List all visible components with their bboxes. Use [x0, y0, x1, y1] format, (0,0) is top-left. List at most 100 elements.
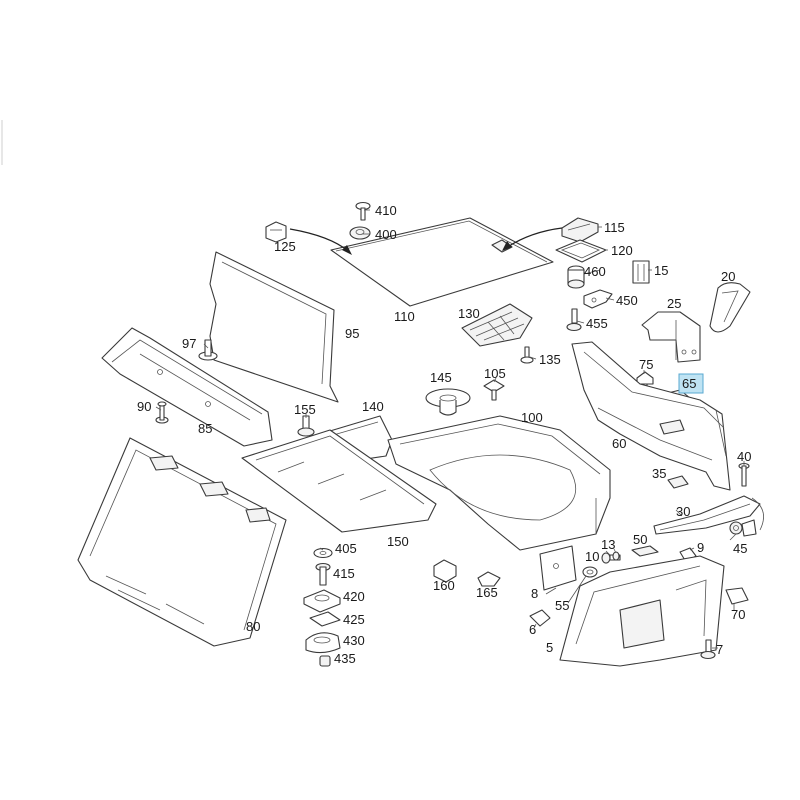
- callout-35: 35: [652, 466, 666, 481]
- part-135-fastener: [520, 346, 534, 364]
- part-420-holder: [303, 589, 341, 613]
- callout-10: 10: [585, 549, 599, 564]
- arrow-125-head: [342, 245, 352, 255]
- callout-410: 410: [375, 203, 397, 218]
- part-415-screw: [315, 562, 331, 586]
- callout-9: 9: [697, 540, 704, 555]
- part-8-cover-plate: [539, 545, 577, 591]
- callout-40: 40: [737, 449, 751, 464]
- callout-135: 135: [539, 352, 561, 367]
- callout-55: 55: [555, 598, 569, 613]
- part-60-side-trim: [571, 341, 731, 491]
- callout-430: 430: [343, 633, 365, 648]
- callout-13: 13: [601, 537, 615, 552]
- part-435-cap: [319, 655, 331, 667]
- callout-70: 70: [731, 607, 745, 622]
- part-6-clip: [529, 609, 551, 627]
- part-410-screw: [355, 201, 371, 221]
- callout-65: 65: [682, 376, 696, 391]
- part-7-bolt: [700, 639, 716, 660]
- callout-140: 140: [362, 399, 384, 414]
- callout-75: 75: [639, 357, 653, 372]
- callout-80: 80: [246, 619, 260, 634]
- part-100-storage-well: [387, 415, 611, 551]
- part-165-clip: [477, 571, 501, 587]
- part-20-strap: [709, 282, 751, 333]
- part-15-bracket: [632, 260, 650, 284]
- callout-420: 420: [343, 589, 365, 604]
- leader-lines: [155, 209, 745, 649]
- part-55-grommet: [582, 566, 598, 578]
- callout-405: 405: [335, 541, 357, 556]
- callout-7: 7: [716, 642, 723, 657]
- part-5-lower-side-trim: [559, 555, 725, 667]
- callout-labels: 110 125 410 400 115 120 460 15 20 450 45…: [137, 203, 751, 666]
- callout-455: 455: [586, 316, 608, 331]
- callout-155: 155: [294, 402, 316, 417]
- part-90-pin: [155, 401, 169, 424]
- part-120-lock: [555, 239, 607, 263]
- part-80-seat-back: [77, 437, 287, 647]
- callout-65-highlight: [678, 373, 704, 394]
- callout-120: 120: [611, 243, 633, 258]
- part-425-cap: [309, 611, 341, 627]
- callout-130: 130: [458, 306, 480, 321]
- callout-150: 150: [387, 534, 409, 549]
- part-115-latch: [561, 217, 599, 243]
- callout-50: 50: [633, 532, 647, 547]
- callout-30: 30: [676, 504, 690, 519]
- part-70-bracket: [725, 587, 749, 605]
- part-155-screw: [297, 415, 315, 437]
- callout-165: 165: [476, 585, 498, 600]
- part-460-actuator: [567, 265, 585, 289]
- part-160-clip: [433, 559, 457, 583]
- part-430-socket: [305, 632, 341, 654]
- callout-450: 450: [616, 293, 638, 308]
- callout-8: 8: [531, 586, 538, 601]
- part-450-hinge: [583, 289, 613, 309]
- callout-5: 5: [546, 640, 553, 655]
- part-85-left-rail: [101, 327, 273, 447]
- callout-20: 20: [721, 269, 735, 284]
- callout-97: 97: [182, 336, 196, 351]
- callout-15: 15: [654, 263, 668, 278]
- callout-45: 45: [733, 541, 747, 556]
- part-130-tray: [461, 303, 533, 347]
- part-25-bracket: [641, 311, 701, 363]
- part-45-connector: [729, 519, 757, 537]
- part-400-nut: [349, 226, 371, 240]
- callout-25: 25: [667, 296, 681, 311]
- part-35-clip: [667, 475, 689, 489]
- part-455-bolt: [566, 308, 582, 332]
- callout-100: 100: [521, 410, 543, 425]
- callout-160: 160: [433, 578, 455, 593]
- callout-435: 435: [334, 651, 356, 666]
- callout-105: 105: [484, 366, 506, 381]
- callout-85: 85: [198, 421, 212, 436]
- part-30-cable: [653, 495, 764, 535]
- arrow-115-head: [502, 241, 512, 251]
- callout-95: 95: [345, 326, 359, 341]
- part-405-washer: [313, 547, 333, 559]
- part-13-screw: [612, 551, 620, 561]
- callout-6: 6: [529, 622, 536, 637]
- callout-425: 425: [343, 612, 365, 627]
- callout-400: 400: [375, 227, 397, 242]
- callout-415: 415: [333, 566, 355, 581]
- callout-145: 145: [430, 370, 452, 385]
- part-145-holder: [425, 388, 471, 416]
- callout-115: 115: [604, 220, 625, 235]
- part-50-block: [631, 545, 659, 557]
- callout-125: 125: [274, 239, 296, 254]
- part-105-clip: [483, 379, 505, 401]
- part-40-bolt: [738, 462, 750, 487]
- part-125-clip: [265, 221, 287, 243]
- callout-90: 90: [137, 399, 151, 414]
- callout-110: 110: [394, 309, 415, 324]
- callout-60: 60: [612, 436, 626, 451]
- callout-460: 460: [584, 264, 606, 279]
- part-150-floor: [241, 429, 437, 533]
- part-95-rear-panel: [209, 251, 339, 403]
